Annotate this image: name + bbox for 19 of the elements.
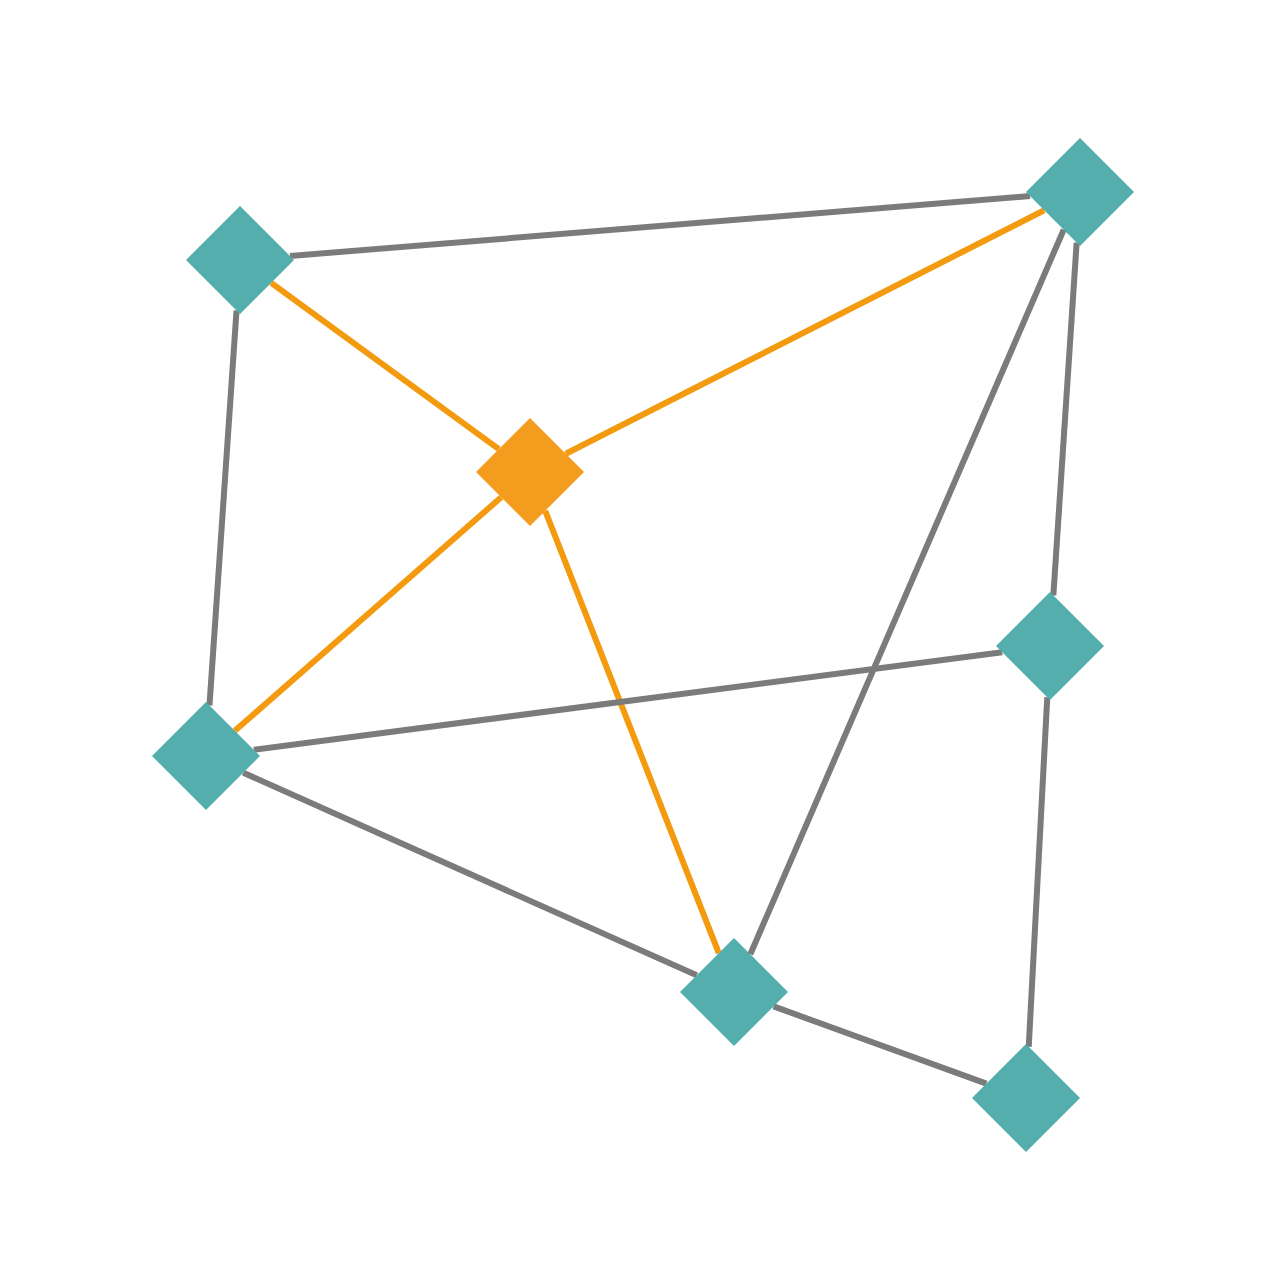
connector-line (269, 280, 501, 452)
diamond-node (996, 592, 1104, 700)
connector-line (253, 649, 1003, 753)
connector-line (747, 228, 1067, 956)
diamond-node (186, 206, 294, 314)
connector-line (232, 494, 504, 734)
diamond-node (972, 1044, 1080, 1152)
connector-line (289, 193, 1031, 259)
diamond-node (152, 702, 260, 810)
diamond-node (1026, 138, 1134, 246)
connector-line (206, 310, 240, 706)
connector-line (1025, 697, 1051, 1047)
connector-line (242, 769, 698, 979)
connector-line (542, 509, 722, 955)
connector-line (1050, 242, 1080, 596)
connector-line (772, 1003, 988, 1087)
connector-line (564, 207, 1046, 457)
diamond-node (680, 938, 788, 1046)
diamond-node (476, 418, 584, 526)
